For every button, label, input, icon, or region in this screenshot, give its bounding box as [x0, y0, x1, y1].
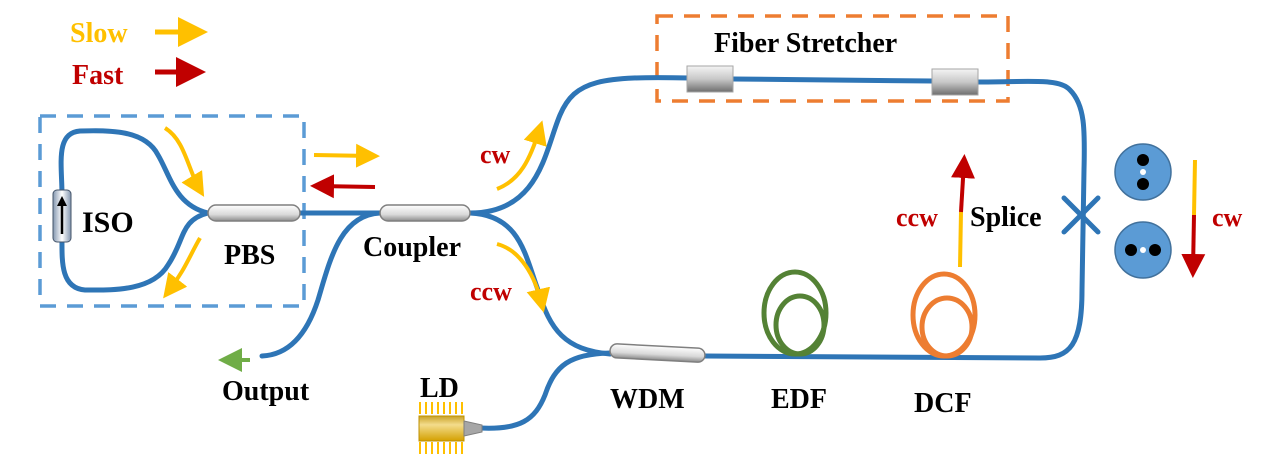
stretcher-block-left-icon [686, 65, 734, 93]
dcf-label: DCF [914, 388, 972, 419]
iso-label: ISO [82, 206, 134, 239]
fiber-stretcher-mid [730, 76, 935, 84]
legend: Slow Fast [70, 17, 208, 91]
fiber-stretcher-box [655, 14, 1010, 103]
ccw-arrow-lower-icon [496, 242, 551, 313]
fiber-stretcher-label: Fiber Stretcher [714, 28, 897, 59]
cw-splice-arrow-icon [1181, 159, 1206, 278]
wdm-label: WDM [610, 384, 685, 415]
fiber-cross-section-horizontal-icon [1114, 221, 1172, 279]
edf-label: EDF [771, 384, 827, 415]
splice-label: Splice [970, 202, 1042, 233]
cw-splice-label: cw [1212, 203, 1243, 232]
output-label: Output [222, 376, 310, 407]
edf-coil-icon [761, 269, 829, 357]
slow-arrow-out-pbs-icon [163, 236, 202, 299]
isolator-icon [52, 189, 72, 243]
fiber-right-loop [702, 78, 1087, 361]
slow-arrow-forward-icon [313, 143, 380, 168]
fiber-output [259, 210, 383, 359]
coupler-label: Coupler [363, 232, 461, 263]
legend-fast-label: Fast [72, 60, 124, 91]
ccw-splice-label: ccw [896, 203, 938, 232]
fiber-cross-section-vertical-icon [1114, 143, 1172, 201]
ccw-splice-arrow-icon [951, 154, 976, 268]
fiber-ld-wdm [477, 350, 613, 431]
fiber-coupler-upper [467, 75, 693, 216]
cw-upper-label: cw [480, 140, 511, 169]
dcf-coil-icon [910, 271, 978, 359]
splice-x-icon [1061, 195, 1101, 235]
fast-arrow-backward-icon [310, 174, 376, 199]
coupler-icon [379, 204, 471, 222]
fiber-paths [58, 75, 1087, 431]
fiber-loop-upper [58, 128, 211, 216]
pbs-label: PBS [224, 240, 275, 271]
fiber-loop-lower [59, 210, 211, 293]
pbs-coupler-icon [207, 204, 301, 222]
ccw-lower-label: ccw [470, 277, 512, 306]
wdm-coupler-icon [609, 343, 706, 363]
cw-arrow-upper-icon [496, 120, 547, 191]
stretcher-block-right-icon [931, 68, 979, 96]
ld-label: LD [420, 373, 459, 404]
laser-diode-icon [418, 402, 483, 454]
slow-arrow-into-pbs-icon [163, 126, 205, 197]
legend-slow-label: Slow [70, 18, 128, 49]
